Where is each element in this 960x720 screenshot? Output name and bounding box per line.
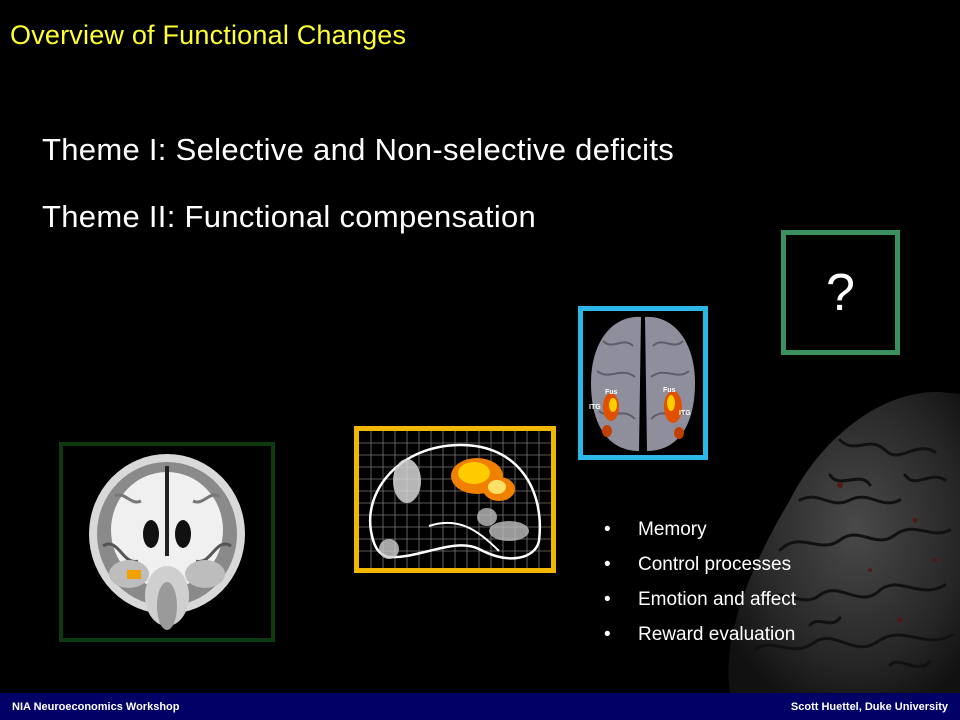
domain-bullet-list: Memory Control processes Emotion and aff… <box>604 517 796 657</box>
label-right-fus: Fus <box>663 387 676 394</box>
ventral-brain-frame: Fus ITG Fus ITG <box>578 306 708 460</box>
label-left-fus: Fus <box>605 389 618 396</box>
footer-author: Scott Huettel, Duke University <box>790 700 948 713</box>
footer-workshop: NIA Neuroeconomics Workshop <box>12 700 180 713</box>
footer-bar: NIA Neuroeconomics Workshop Scott Huette… <box>0 693 960 720</box>
question-box: ? <box>781 230 900 355</box>
bullet-emotion-affect: Emotion and affect <box>604 587 796 622</box>
slide-title: Overview of Functional Changes <box>10 20 407 50</box>
coronal-mri-image <box>89 454 245 630</box>
bullet-memory: Memory <box>604 517 796 552</box>
coronal-mri-frame <box>59 442 275 642</box>
bullet-control-processes: Control processes <box>604 552 796 587</box>
theme-two: Theme II: Functional compensation <box>42 199 537 234</box>
bullet-reward-evaluation: Reward evaluation <box>604 622 796 657</box>
label-right-itg: ITG <box>679 410 691 417</box>
question-mark: ? <box>826 263 855 322</box>
theme-one: Theme I: Selective and Non-selective def… <box>42 132 675 167</box>
glass-brain-image <box>359 431 551 568</box>
ventral-brain-image: Fus ITG Fus ITG <box>583 311 703 455</box>
label-left-itg: ITG <box>589 404 601 411</box>
glass-brain-frame <box>354 426 556 573</box>
